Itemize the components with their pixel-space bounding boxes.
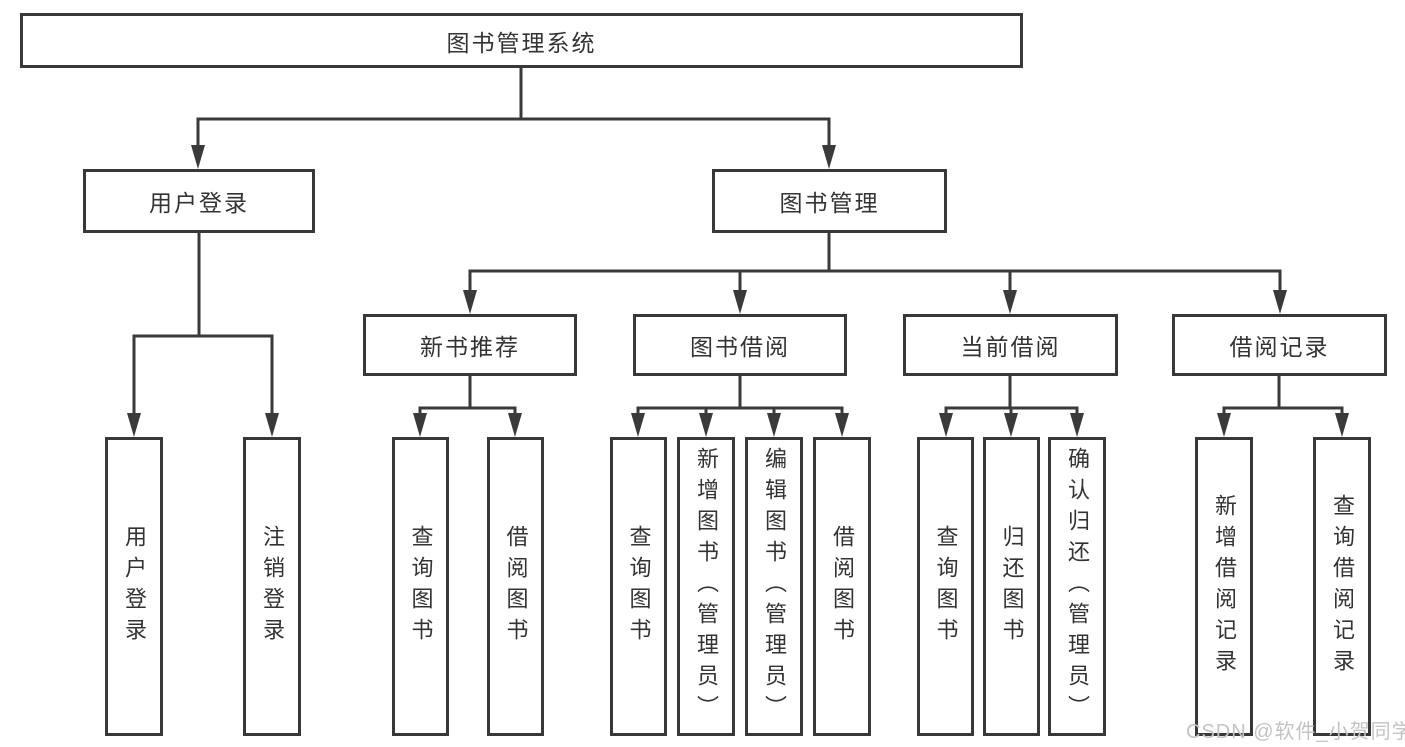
arrow-icon	[767, 413, 781, 437]
leaf-add-books-admin: 新增图书（管理员）	[677, 437, 735, 736]
arrow-icon	[835, 413, 849, 437]
node-label: 查询图书	[408, 524, 434, 649]
leaf-edit-books-admin: 编辑图书（管理员）	[745, 437, 803, 736]
node-label: 图书管理系统	[446, 29, 597, 56]
node-label: 借阅记录	[1229, 334, 1330, 360]
node-label: 用户登录	[122, 524, 147, 649]
arrow-icon	[265, 413, 279, 437]
node-label: 查询借阅记录	[1330, 493, 1355, 680]
arrow-icon	[127, 413, 141, 437]
arrow-icon	[939, 413, 953, 437]
arrow-icon	[733, 290, 747, 314]
node-label: 确认归还（管理员）	[1065, 447, 1090, 726]
leaf-query-borrow-record: 查询借阅记录	[1313, 437, 1371, 736]
arrow-icon	[508, 413, 522, 437]
leaf-borrow-books: 借阅图书	[813, 437, 871, 736]
node-label: 注销登录	[260, 524, 285, 649]
leaf-query-books-current: 查询图书	[917, 437, 974, 736]
arrow-icon	[191, 145, 205, 169]
arrow-icon	[1004, 413, 1018, 437]
arrow-icon	[1217, 413, 1231, 437]
arrow-icon	[463, 290, 477, 314]
leaf-user-login: 用户登录	[105, 437, 163, 736]
node-label: 图书借阅	[690, 334, 790, 360]
node-label: 图书管理	[779, 190, 880, 216]
arrow-icon	[1070, 413, 1084, 437]
arrow-icon	[413, 413, 427, 437]
arrow-icon	[699, 413, 713, 437]
node-book-management-branch: 图书管理	[712, 169, 947, 233]
arrow-icon	[1273, 290, 1287, 314]
node-book-borrowing: 图书借阅	[633, 314, 847, 376]
leaf-query-books-borrowing: 查询图书	[610, 437, 667, 736]
node-user-login-branch: 用户登录	[83, 169, 315, 233]
node-label: 新增借阅记录	[1212, 493, 1237, 680]
node-label: 查询图书	[626, 524, 652, 649]
node-current-borrowing: 当前借阅	[903, 314, 1118, 376]
csdn-watermark: CSDN @软件_小贺同学	[1186, 721, 1405, 743]
leaf-confirm-return-admin: 确认归还（管理员）	[1048, 437, 1106, 736]
arrow-icon	[1335, 413, 1349, 437]
node-label: 编辑图书（管理员）	[762, 447, 787, 726]
node-label: 当前借阅	[960, 334, 1061, 360]
node-new-book-recommendation: 新书推荐	[363, 314, 577, 376]
node-label: 归还图书	[999, 524, 1025, 649]
arrow-icon	[631, 413, 645, 437]
node-root-system: 图书管理系统	[20, 13, 1023, 68]
node-label: 借阅图书	[503, 524, 529, 649]
node-label: 新书推荐	[420, 334, 520, 360]
leaf-borrow-books-recommend: 借阅图书	[487, 437, 544, 736]
leaf-add-borrow-record: 新增借阅记录	[1195, 437, 1253, 736]
leaf-query-books-recommend: 查询图书	[392, 437, 449, 736]
arrow-icon	[822, 145, 836, 169]
node-label: 用户登录	[149, 190, 249, 216]
node-label: 查询图书	[933, 524, 959, 649]
arrow-icon	[1003, 290, 1017, 314]
node-borrowing-records: 借阅记录	[1172, 314, 1387, 376]
leaf-return-books: 归还图书	[983, 437, 1040, 736]
node-label: 借阅图书	[830, 524, 855, 649]
node-label: 新增图书（管理员）	[694, 447, 719, 726]
arrowheads	[127, 145, 1349, 437]
leaf-logout: 注销登录	[243, 437, 301, 736]
